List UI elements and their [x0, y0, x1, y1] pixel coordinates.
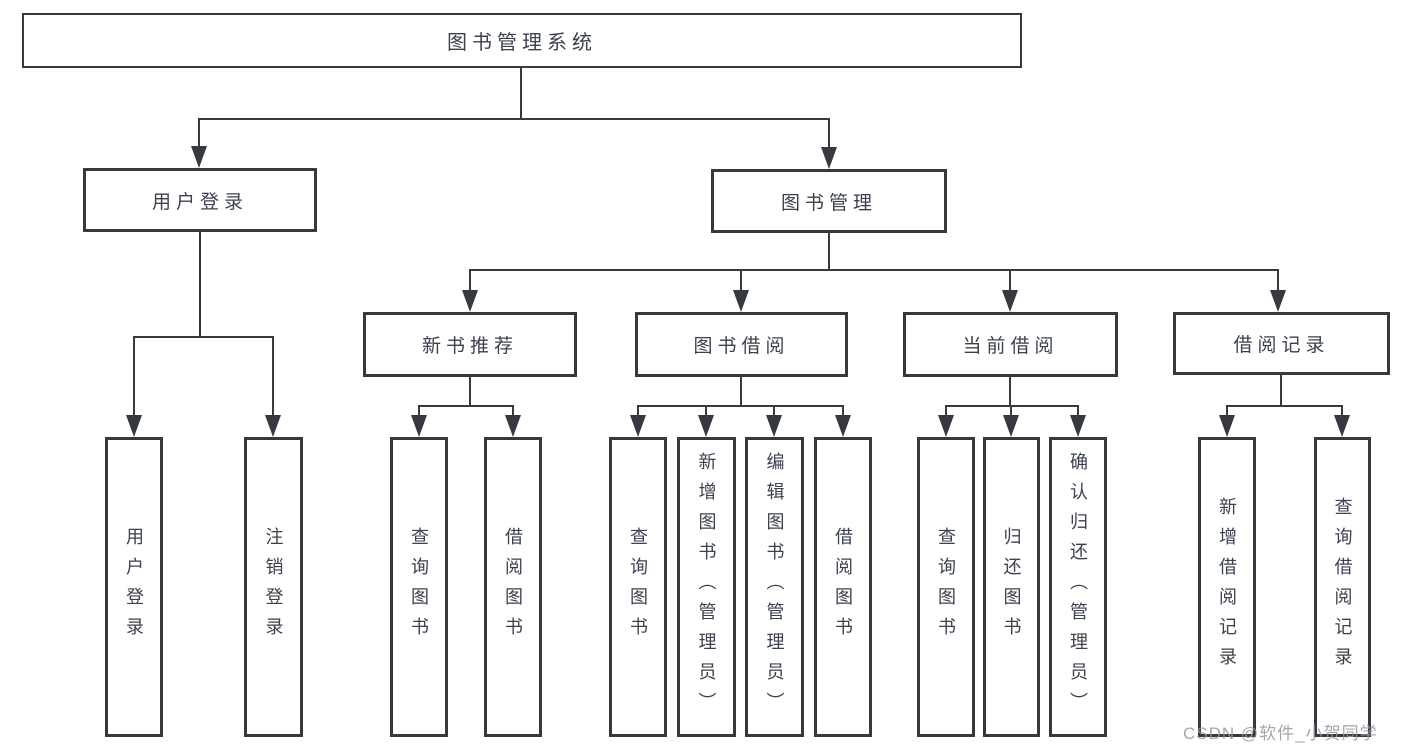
connector-segment	[199, 232, 201, 337]
connector-segment	[1009, 377, 1011, 406]
connector-segment	[740, 377, 742, 406]
leaf-label: 借阅图书	[503, 527, 523, 647]
node-borrowing-records: 借阅记录	[1173, 312, 1390, 375]
connector-segment	[1341, 405, 1343, 419]
connector-segment	[1010, 405, 1012, 419]
leaf-logout: 注销登录	[244, 437, 303, 737]
arrow-down-icon	[733, 290, 749, 312]
connector-segment	[469, 269, 1279, 271]
csdn-watermark: CSDN @软件_小贺同学	[1183, 724, 1378, 743]
node-label: 图书借阅	[693, 336, 790, 357]
leaf-label: 新增借阅记录	[1217, 497, 1237, 677]
leaf-label: 用户登录	[124, 527, 144, 647]
connector-segment	[637, 405, 844, 407]
node-new-book-recommendation: 新书推荐	[363, 312, 577, 377]
arrow-down-icon	[1219, 415, 1235, 437]
arrow-down-icon	[1270, 290, 1286, 312]
connector-segment	[198, 118, 830, 120]
leaf-query-books-recommend: 查询图书	[390, 437, 448, 737]
node-label: 图书管理	[780, 192, 877, 214]
connector-segment	[740, 269, 742, 294]
node-book-management: 图书管理	[711, 169, 947, 233]
connector-segment	[512, 405, 514, 419]
connector-segment	[705, 405, 707, 419]
leaf-label: 查询图书	[628, 527, 648, 647]
leaf-label: 借阅图书	[833, 527, 853, 647]
leaf-label: 确认归还（管理员）	[1068, 452, 1088, 722]
node-user-login-group: 用户登录	[83, 168, 317, 232]
node-label: 当前借阅	[962, 336, 1059, 357]
leaf-query-books-borrowing: 查询图书	[609, 437, 667, 737]
arrow-down-icon	[938, 415, 954, 437]
leaf-borrow-books-recommend: 借阅图书	[484, 437, 542, 737]
node-library-management-system: 图书管理系统	[22, 13, 1022, 68]
leaf-label: 查询图书	[409, 527, 429, 647]
arrow-down-icon	[411, 415, 427, 437]
leaf-add-books-admin: 新增图书（管理员）	[677, 437, 736, 737]
leaf-label: 编辑图书（管理员）	[764, 452, 785, 722]
connector-segment	[469, 377, 471, 406]
connector-segment	[418, 405, 420, 419]
node-label: 新书推荐	[421, 336, 518, 357]
node-label: 借阅记录	[1233, 335, 1330, 356]
arrow-down-icon	[1334, 415, 1350, 437]
connector-segment	[828, 118, 830, 152]
arrow-down-icon	[1070, 415, 1086, 437]
node-current-borrowing: 当前借阅	[903, 312, 1118, 377]
arrow-down-icon	[126, 415, 142, 437]
connector-segment	[133, 336, 135, 418]
connector-segment	[469, 269, 471, 294]
node-label: 图书管理系统	[447, 32, 597, 54]
leaf-label: 查询借阅记录	[1332, 497, 1353, 677]
connector-segment	[773, 405, 775, 419]
leaf-borrow-books: 借阅图书	[814, 437, 872, 737]
connector-segment	[1226, 405, 1343, 407]
arrow-down-icon	[265, 415, 281, 437]
leaf-edit-books-admin: 编辑图书（管理员）	[745, 437, 804, 737]
connector-segment	[637, 405, 639, 419]
leaf-label: 新增图书（管理员）	[696, 452, 717, 722]
arrow-down-icon	[462, 290, 478, 312]
arrow-down-icon	[821, 147, 837, 169]
connector-segment	[945, 405, 947, 419]
node-label: 用户登录	[151, 191, 248, 213]
arrow-down-icon	[835, 415, 851, 437]
leaf-label: 归还图书	[1001, 527, 1022, 647]
connector-segment	[842, 405, 844, 419]
leaf-query-borrow-record: 查询借阅记录	[1314, 437, 1371, 737]
leaf-user-login: 用户登录	[105, 437, 163, 737]
node-book-borrowing: 图书借阅	[635, 312, 848, 377]
arrow-down-icon	[630, 415, 646, 437]
leaf-confirm-return-admin: 确认归还（管理员）	[1049, 437, 1107, 737]
leaf-query-books-current: 查询图书	[917, 437, 975, 737]
leaf-label: 查询图书	[936, 527, 956, 647]
arrow-down-icon	[698, 415, 714, 437]
leaf-label: 注销登录	[263, 527, 284, 647]
leaf-add-borrow-record: 新增借阅记录	[1198, 437, 1256, 737]
connector-segment	[1280, 375, 1282, 406]
arrow-down-icon	[1003, 415, 1019, 437]
connector-segment	[272, 336, 274, 418]
connector-segment	[945, 405, 1079, 407]
connector-segment	[1009, 269, 1011, 294]
connector-segment	[1226, 405, 1228, 419]
connector-segment	[828, 233, 830, 270]
connector-segment	[133, 336, 274, 338]
leaf-return-books: 归还图书	[983, 437, 1040, 737]
connector-segment	[1077, 405, 1079, 419]
connector-segment	[520, 68, 522, 120]
connector-segment	[418, 405, 514, 407]
arrow-down-icon	[1002, 290, 1018, 312]
arrow-down-icon	[766, 415, 782, 437]
arrow-down-icon	[505, 415, 521, 437]
connector-segment	[1277, 269, 1279, 294]
arrow-down-icon	[191, 146, 207, 168]
connector-segment	[198, 118, 200, 152]
